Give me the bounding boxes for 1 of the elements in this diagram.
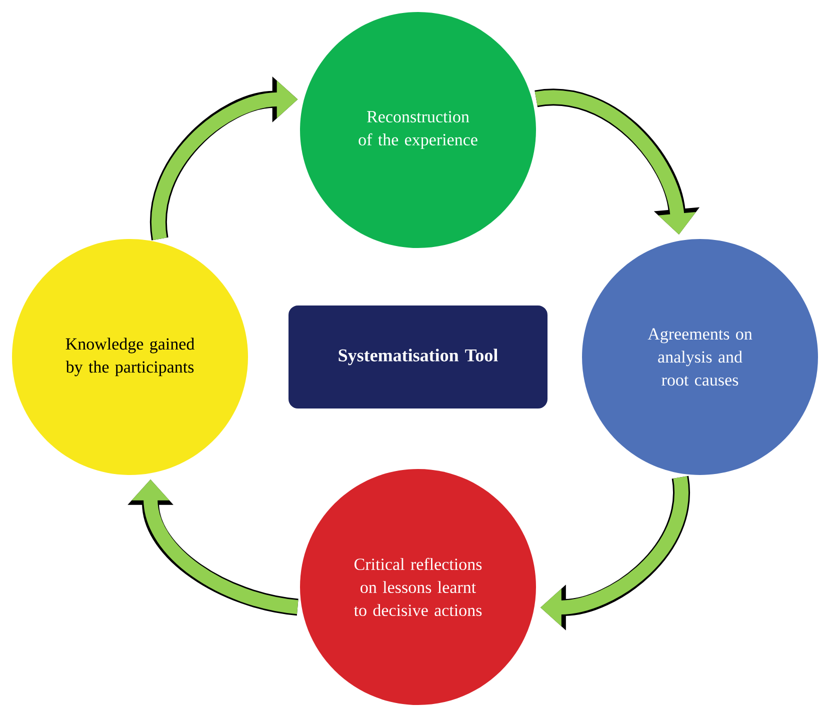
title-box: Systematisation Tool xyxy=(288,304,548,410)
